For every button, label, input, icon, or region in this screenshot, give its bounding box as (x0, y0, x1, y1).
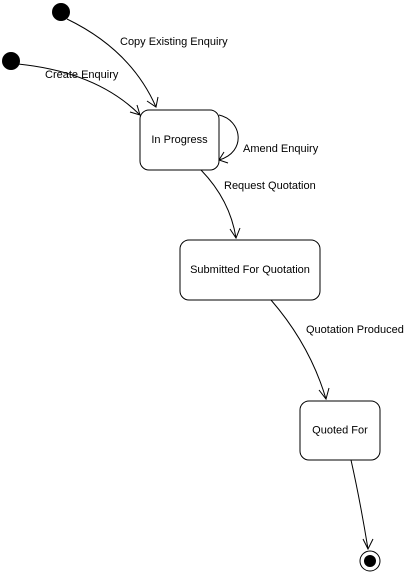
transition-request-quotation (200, 169, 237, 239)
state-label-in-progress: In Progress (151, 134, 208, 146)
transition-quotation-produced (270, 299, 327, 400)
label-copy-existing-enquiry: Copy Existing Enquiry (120, 36, 228, 48)
arrowhead-final (362, 538, 374, 551)
arrowhead-create (129, 104, 141, 116)
state-submitted-for-quotation[interactable]: Submitted For Quotation (179, 239, 321, 301)
state-label-quoted-for: Quoted For (312, 424, 368, 436)
state-in-progress[interactable]: In Progress (139, 109, 220, 171)
state-quoted-for[interactable]: Quoted For (299, 400, 381, 461)
label-quotation-produced: Quotation Produced (306, 324, 404, 336)
label-amend-enquiry: Amend Enquiry (243, 143, 319, 155)
initial-node-copy (52, 3, 70, 21)
initial-node-create (2, 52, 20, 70)
arrowhead-copy (146, 96, 159, 108)
label-create-enquiry: Create Enquiry (45, 69, 119, 81)
final-node (359, 550, 381, 572)
transition-copy-existing-enquiry (66, 18, 157, 108)
arrowhead-amend (218, 151, 229, 164)
transition-create-enquiry (17, 63, 141, 116)
arrowhead-request (229, 227, 241, 240)
label-request-quotation: Request Quotation (224, 180, 316, 192)
arrowhead-produced (318, 387, 330, 401)
state-label-submitted: Submitted For Quotation (190, 264, 310, 276)
transition-to-final (350, 459, 369, 550)
transition-amend-enquiry (218, 114, 239, 161)
